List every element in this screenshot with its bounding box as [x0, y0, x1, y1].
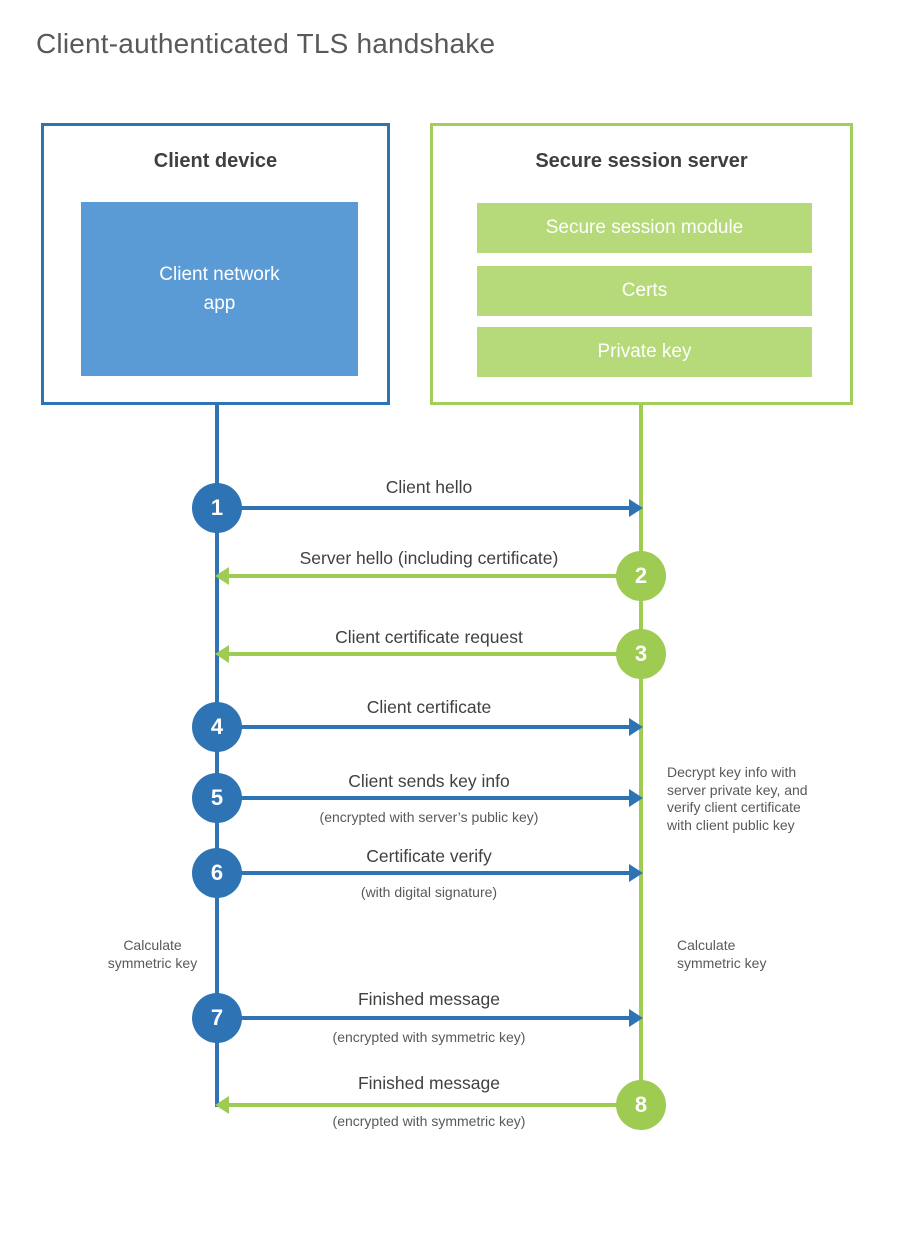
arrow-client-hello [217, 506, 630, 510]
msg-label-client-hello: Client hello [385, 477, 473, 497]
client-lifeline [215, 405, 219, 1107]
msg-label-certificate-verify: Certificate verify [366, 846, 492, 866]
msg-sublabel-certificate-verify: (with digital signature) [360, 884, 498, 900]
secure-session-server-box: Secure session server Secure session mod… [430, 123, 853, 405]
msg-sublabel-key-info: (encrypted with server’s public key) [319, 809, 539, 825]
arrow-certificate-verify [217, 871, 630, 875]
arrow-client-certificate [217, 725, 630, 729]
step-circle-3: 3 [616, 629, 666, 679]
msg-sublabel-finished-client: (encrypted with symmetric key) [332, 1029, 526, 1045]
msg-label-server-hello: Server hello (including certificate) [299, 548, 559, 568]
step-circle-4: 4 [192, 702, 242, 752]
step-circle-5: 5 [192, 773, 242, 823]
arrow-finished-server [228, 1103, 641, 1107]
server-module-private-key: Private key [477, 327, 812, 377]
arrow-key-info [217, 796, 630, 800]
msg-label-cert-request: Client certificate request [335, 627, 523, 647]
client-device-box: Client device Client network app [41, 123, 390, 405]
server-module-secure-session: Secure session module [477, 203, 812, 253]
msg-label-finished-client: Finished message [357, 989, 501, 1009]
client-device-title: Client device [153, 150, 278, 172]
page-title: Client-authenticated TLS handshake [36, 28, 496, 59]
arrow-cert-request [228, 652, 641, 656]
note-decrypt-key-info: Decrypt key info with server private key… [667, 764, 808, 833]
secure-session-server-title: Secure session server [535, 150, 748, 172]
step-circle-2: 2 [616, 551, 666, 601]
step-circle-7: 7 [192, 993, 242, 1043]
msg-label-finished-server: Finished message [357, 1073, 501, 1093]
msg-label-key-info: Client sends key info [348, 771, 510, 791]
msg-label-client-certificate: Client certificate [366, 697, 492, 717]
note-calculate-symmetric-key-client: Calculate symmetric key [107, 937, 198, 971]
arrow-finished-client [217, 1016, 630, 1020]
server-lifeline [639, 405, 643, 1105]
server-module-certs: Certs [477, 266, 812, 316]
client-network-app-block: Client network app [81, 202, 358, 376]
step-circle-6: 6 [192, 848, 242, 898]
step-circle-8: 8 [616, 1080, 666, 1130]
msg-sublabel-finished-server: (encrypted with symmetric key) [332, 1113, 526, 1129]
arrow-server-hello [228, 574, 641, 578]
step-circle-1: 1 [192, 483, 242, 533]
note-calculate-symmetric-key-server: Calculate symmetric key [677, 937, 767, 971]
